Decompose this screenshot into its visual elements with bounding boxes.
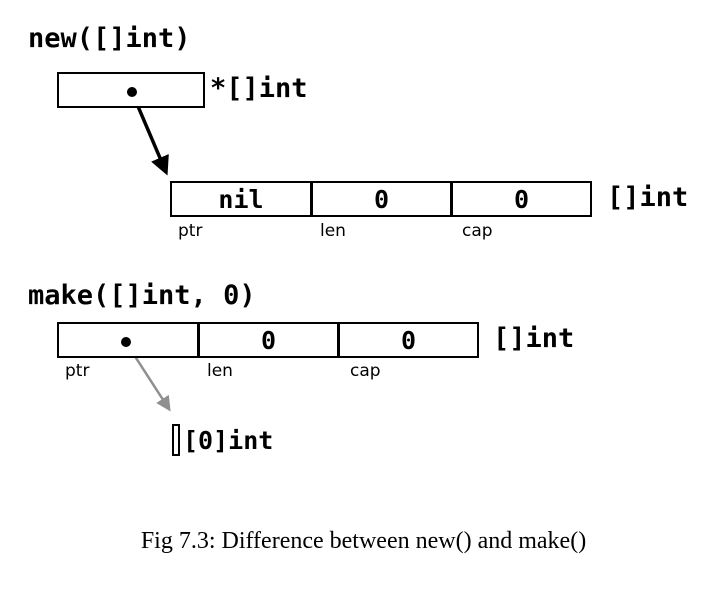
make-slice-type-label: []int — [493, 323, 575, 354]
figure-caption: Fig 7.3: Difference between new() and ma… — [140, 528, 587, 554]
make-title: make([]int, 0) — [28, 280, 256, 311]
new-pointer-dot — [127, 87, 137, 97]
zero-array-box — [172, 424, 180, 456]
make-ptr-cell — [57, 322, 199, 358]
make-cap-value: 0 — [400, 325, 417, 355]
new-title: new([]int) — [28, 23, 191, 54]
new-ptr-field-label: ptr — [178, 221, 203, 241]
make-pointer-dot — [121, 337, 131, 347]
new-pointer-arrow — [132, 96, 169, 176]
make-ptr-field-label: ptr — [65, 361, 90, 381]
zero-array-type-label: [0]int — [183, 426, 274, 455]
new-ptr-cell: nil — [170, 181, 312, 217]
make-slice-struct: 0 0 — [57, 322, 479, 358]
new-pointer-box — [57, 72, 205, 108]
make-len-cell: 0 — [197, 322, 339, 358]
make-len-value: 0 — [260, 325, 277, 355]
new-cap-cell: 0 — [450, 181, 592, 217]
new-len-cell: 0 — [310, 181, 452, 217]
new-slice-struct: nil 0 0 — [170, 181, 592, 217]
new-len-value: 0 — [373, 184, 390, 214]
make-cap-cell: 0 — [337, 322, 479, 358]
make-cap-field-label: cap — [350, 361, 381, 381]
make-len-field-label: len — [207, 361, 233, 381]
new-cap-field-label: cap — [462, 221, 493, 241]
new-pointer-type-label: *[]int — [210, 73, 308, 104]
new-ptr-value: nil — [218, 184, 264, 214]
new-slice-type-label: []int — [607, 182, 689, 213]
new-cap-value: 0 — [513, 184, 530, 214]
new-len-field-label: len — [320, 221, 346, 241]
